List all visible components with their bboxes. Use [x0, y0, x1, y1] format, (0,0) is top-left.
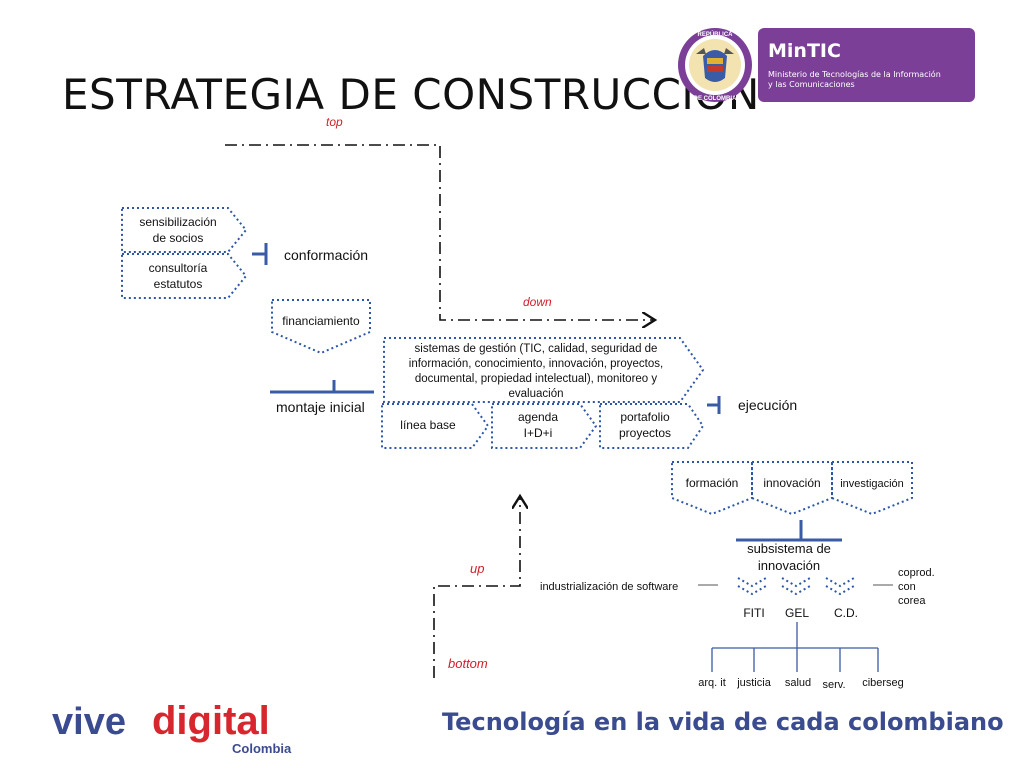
consultoria-line2: estatutos: [154, 277, 203, 291]
sistemas-line2: información, conocimiento, innovación, p…: [409, 358, 663, 370]
box-investigacion: [831, 461, 913, 516]
industrializacion-label: industrialización de software: [540, 581, 678, 593]
unit-fiti: FITI: [743, 606, 764, 620]
formacion-label: formación: [686, 476, 739, 490]
portafolio-line1: portafolio: [620, 410, 670, 424]
leaf-justicia: justicia: [736, 677, 772, 689]
sistemas-line1: sistemas de gestión (TIC, calidad, segur…: [415, 343, 658, 355]
box-sistemas-gestion: [383, 337, 705, 403]
label-bottom: bottom: [448, 656, 488, 671]
subsistema-line1: subsistema de: [747, 541, 831, 556]
coprod-line1: coprod.: [898, 567, 935, 579]
montaje-bar: [270, 380, 374, 394]
chevron-fiti: [737, 577, 767, 596]
unit-chevrons: [737, 577, 855, 596]
seal-text-top: REPÚBLICA: [697, 31, 733, 38]
mintic-logo: MinTIC Ministerio de Tecnologías de la I…: [758, 28, 975, 102]
agenda-line1: agenda: [518, 410, 558, 424]
coprod-line3: corea: [898, 595, 926, 607]
leaf-salud: salud: [785, 677, 811, 689]
colombia-seal-logo: REPÚBLICA DE COLOMBIA: [678, 28, 752, 102]
mintic-logo-subtitle-2: y las Comunicaciones: [768, 80, 855, 89]
subsistema-line2: innovación: [758, 558, 820, 573]
gel-tree: [711, 622, 879, 672]
financiamiento-label: financiamiento: [282, 314, 360, 328]
box-portafolio: [599, 403, 705, 449]
sistemas-line4: evaluación: [509, 388, 564, 400]
mintic-logo-subtitle-1: Ministerio de Tecnologías de la Informac…: [768, 70, 941, 79]
label-down: down: [523, 295, 552, 309]
conformacion-label: conformación: [284, 247, 368, 263]
box-consultoria: [121, 253, 248, 299]
consultoria-line1: consultoría: [149, 261, 208, 275]
unit-cd: C.D.: [834, 606, 858, 620]
investigacion-label: investigación: [840, 478, 904, 490]
bottom-up-path: [433, 496, 520, 678]
leaf-serv: serv.: [822, 679, 845, 691]
unit-gel: GEL: [785, 606, 809, 620]
box-innovacion: [751, 461, 833, 516]
sensibilizacion-line1: sensibilización: [139, 215, 216, 229]
brand-digital: digital: [152, 699, 270, 743]
portafolio-line2: proyectos: [619, 426, 671, 440]
mintic-logo-name: MinTIC: [768, 40, 841, 62]
innovacion-top-boxes: [671, 461, 913, 516]
slide-title: ESTRATEGIA DE CONSTRUCCIÓN: [62, 70, 760, 119]
chevron-gel: [781, 577, 811, 596]
brand-colombia: Colombia: [232, 741, 292, 756]
conformacion-bracket: [252, 243, 268, 265]
construction-strategy-diagram: top down up bottom sensibilización de so…: [121, 115, 935, 691]
leaf-arq-it: arq. it: [698, 677, 726, 689]
ejecucion-bracket: [707, 396, 721, 414]
brand-vive: vive: [52, 701, 126, 743]
box-formacion: [671, 461, 753, 516]
top-down-path: [225, 144, 655, 320]
footer-slogan: Tecnología en la vida de cada colombiano: [442, 708, 1004, 736]
box-linea-base: [381, 403, 490, 449]
coprod-line2: con: [898, 581, 916, 593]
box-financiamiento: [271, 299, 371, 355]
agenda-line2: I+D+i: [524, 426, 553, 440]
sensibilizacion-line2: de socios: [153, 231, 204, 245]
label-top: top: [326, 115, 343, 129]
conformacion-group: [121, 207, 248, 299]
seal-text-bottom: DE COLOMBIA: [694, 96, 737, 102]
label-up: up: [470, 561, 484, 576]
chevron-cd: [825, 577, 855, 596]
box-sensibilizacion: [121, 207, 248, 253]
sistemas-line3: documental, propiedad intelectual), moni…: [415, 373, 658, 385]
ejecucion-group: [381, 337, 705, 449]
innovacion-label: innovación: [763, 476, 820, 490]
montaje-label: montaje inicial: [276, 399, 365, 415]
leaf-ciberseg: ciberseg: [862, 677, 904, 689]
subsistema-bar: [736, 520, 842, 542]
linea-base-label: línea base: [400, 418, 456, 432]
ejecucion-label: ejecución: [738, 397, 797, 413]
vive-digital-logo: vive digital Colombia: [52, 699, 292, 756]
